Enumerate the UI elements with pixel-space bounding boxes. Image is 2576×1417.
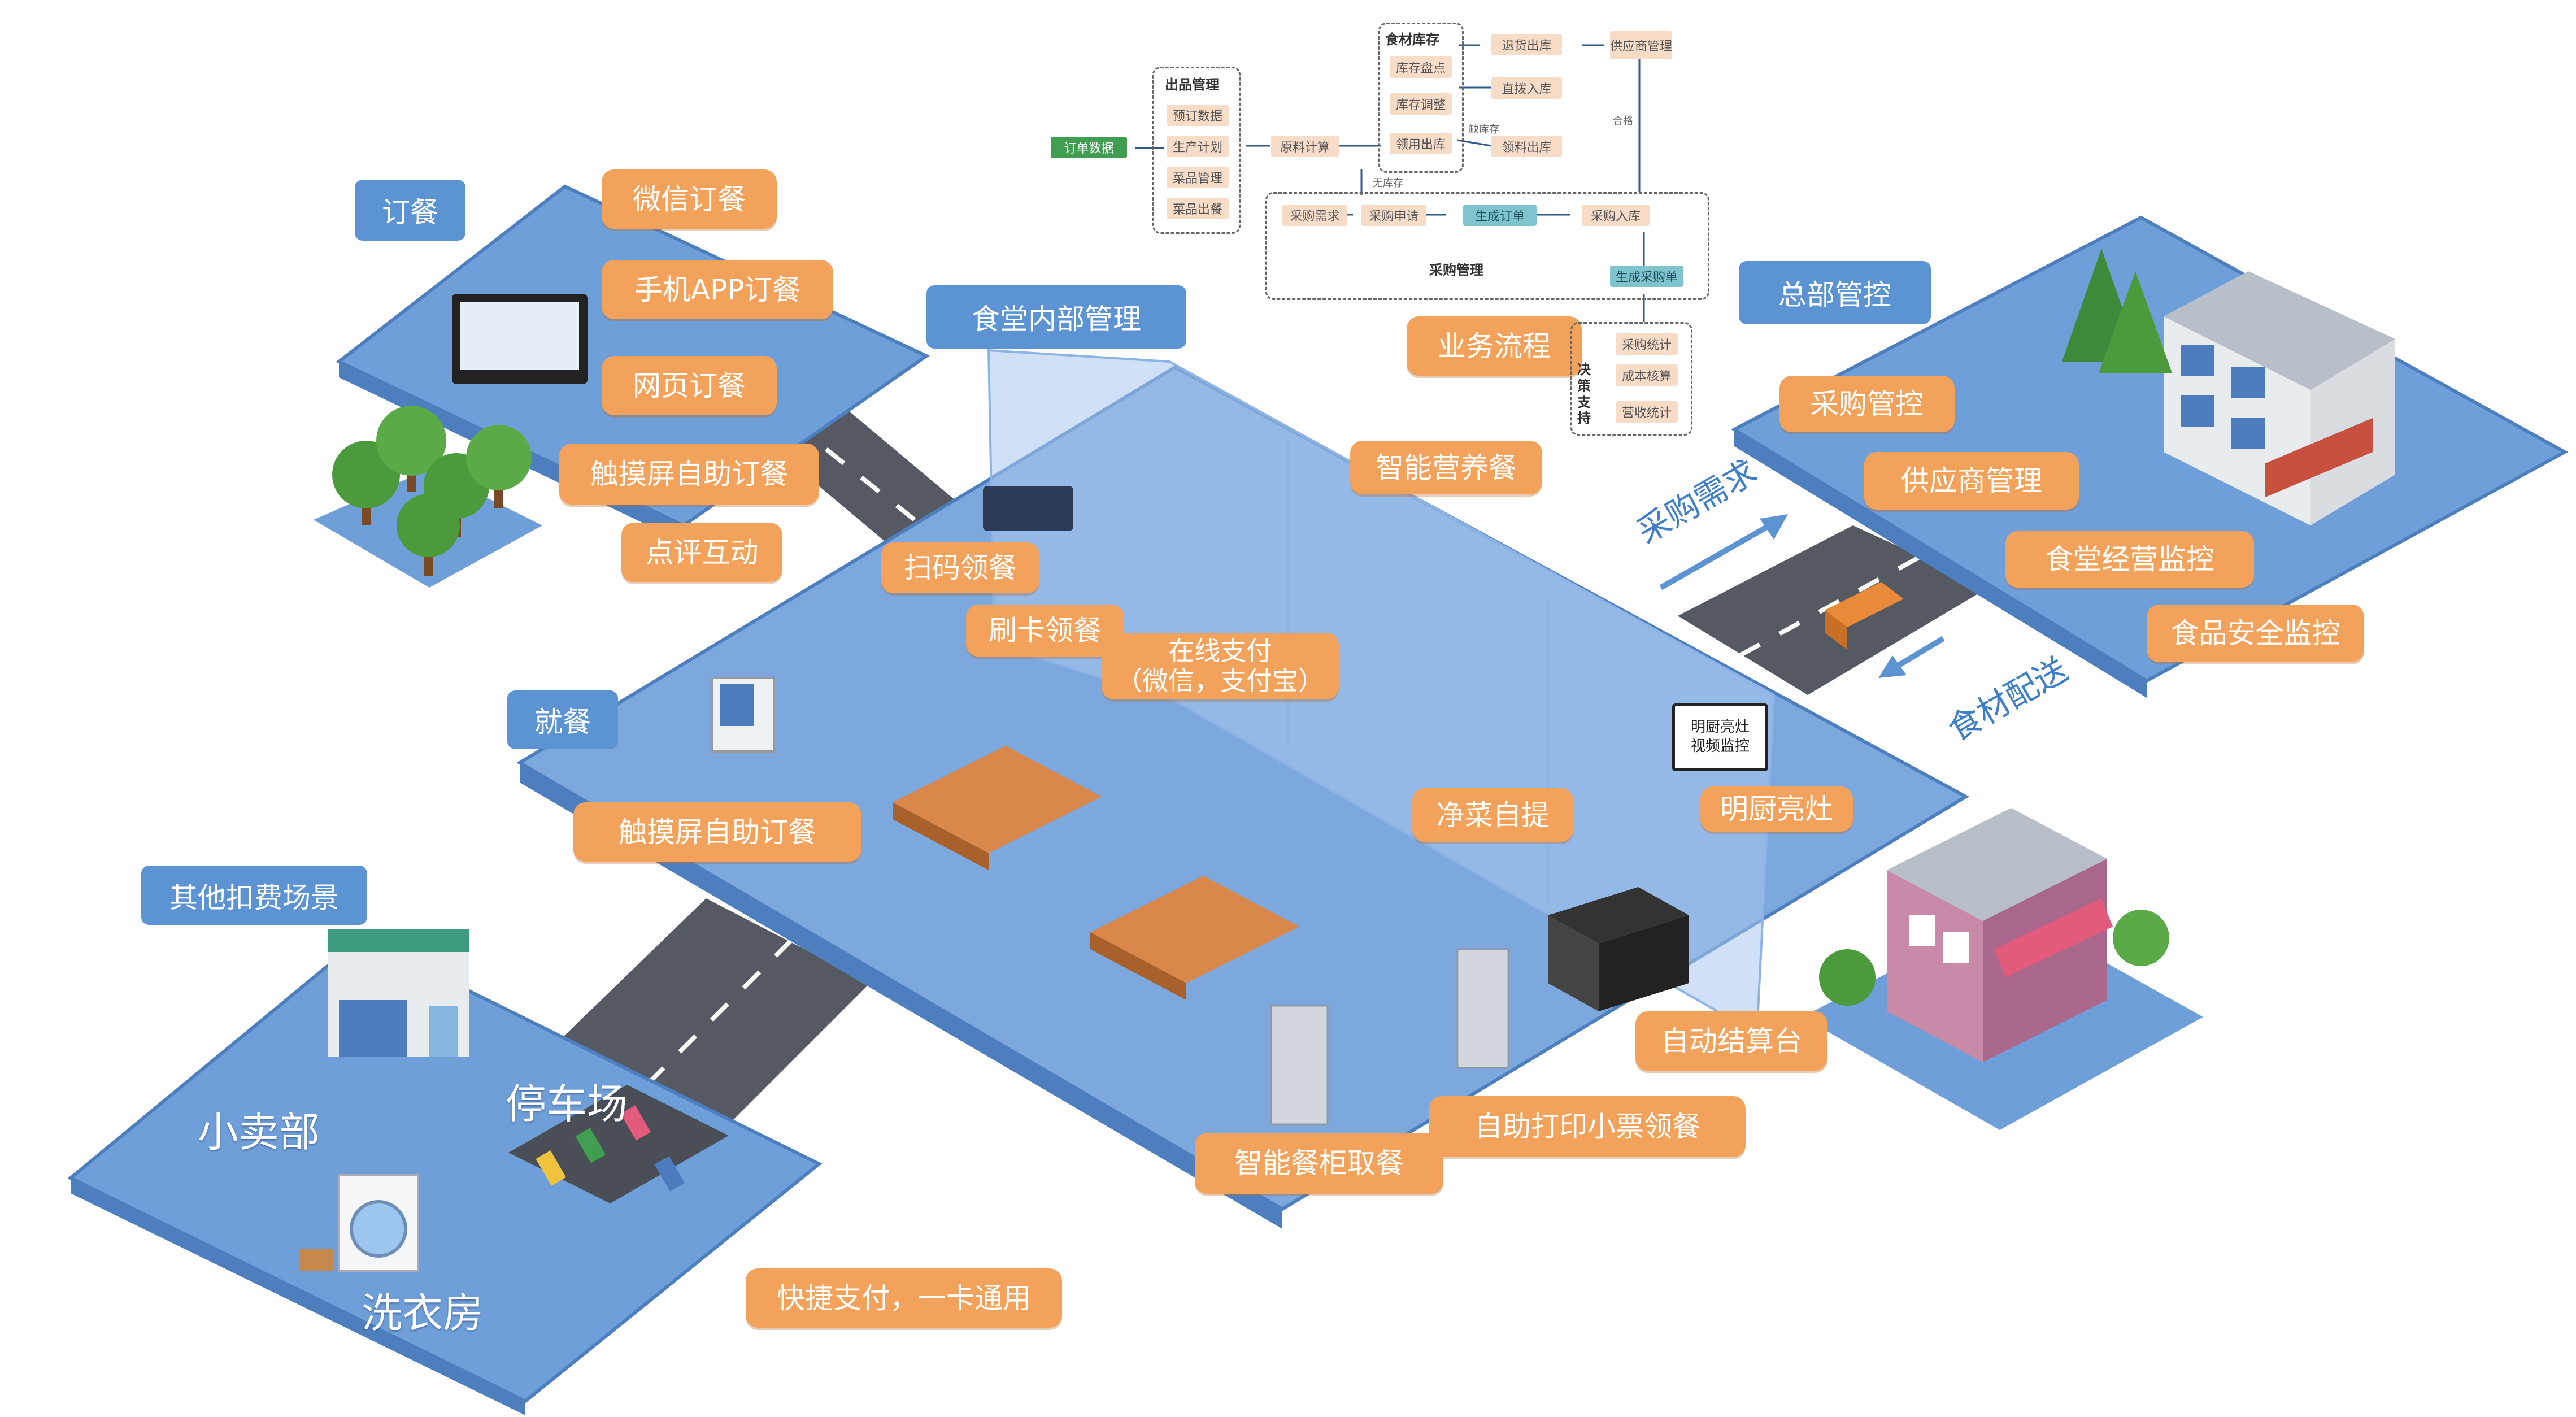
device-icons: [452, 294, 1689, 1125]
platform-other-side: [71, 1178, 525, 1415]
parking-lot: [508, 1085, 729, 1203]
tag-web-order: 网页订餐: [602, 356, 777, 415]
label-parking: 停车场: [506, 1080, 628, 1128]
zone-label-hq: 总部管控: [1739, 261, 1931, 324]
kitchen-sign-line1: 明厨亮灶: [1690, 719, 1750, 736]
flow-label-lack: 缺库存: [1469, 124, 1499, 136]
flow-out-item-1: 预订数据: [1167, 105, 1229, 126]
tag-operation-monitor: 食堂经营监控: [2005, 531, 2254, 588]
flow-label-no-stock: 无库存: [1373, 177, 1403, 189]
flow-purchase-item-3: 生成订单: [1463, 205, 1537, 226]
flow-right-1: 退货出库: [1491, 34, 1562, 55]
flow-store-title: 食材库存: [1385, 32, 1439, 47]
shop-building: [328, 929, 469, 1057]
zone-label-ordering: 订餐: [355, 180, 465, 241]
tag-business-flow: 业务流程: [1407, 316, 1582, 376]
flow-start: 订单数据: [1051, 137, 1127, 158]
flow-label-ok: 合格: [1613, 115, 1633, 127]
delivery-truck: [1825, 582, 1904, 650]
label-shop: 小卖部: [198, 1109, 320, 1156]
tag-supplier-mgmt: 供应商管理: [1864, 452, 2079, 510]
flow-out-item-2: 生产计划: [1167, 136, 1229, 157]
tag-open-kitchen: 明厨亮灶: [1700, 786, 1853, 832]
tag-auto-checkout: 自动结算台: [1635, 1011, 1827, 1071]
flow-store-item-1: 库存盘点: [1390, 56, 1452, 78]
flow-material-calc: 原料计算: [1271, 136, 1339, 157]
tag-card-meal: 刷卡领餐: [966, 605, 1124, 657]
tag-food-safety: 食品安全监控: [2147, 605, 2364, 662]
flowchart-arrows: [1135, 44, 1645, 322]
zone-label-other: 其他扣费场景: [141, 866, 367, 925]
flow-out-mgmt-title: 出品管理: [1165, 77, 1219, 93]
flow-purchase-item-2: 采购申请: [1361, 205, 1426, 226]
flow-store-frame: [1378, 23, 1464, 173]
flow-supplier: 供应商管理: [1610, 31, 1672, 59]
flow-out-item-4: 菜品出餐: [1167, 198, 1229, 219]
flow-decision-frame: [1570, 322, 1692, 436]
flow-purchase-title: 采购管理: [1429, 262, 1483, 278]
dining-tables: [893, 746, 1299, 1000]
flow-store-item-3: 领用出库: [1390, 133, 1452, 154]
laundry-machine: [299, 1174, 419, 1272]
arrow-delivery: [1878, 636, 1945, 678]
flow-purchase-extra: 生成采购单: [1610, 266, 1683, 287]
tag-wechat-order: 微信订餐: [602, 169, 777, 229]
tag-review: 点评互动: [621, 523, 782, 582]
tag-touch-order: 触摸屏自助订餐: [559, 444, 819, 505]
tag-veg-pickup: 净菜自提: [1412, 788, 1573, 842]
restaurant-building: [1802, 808, 2203, 1130]
flow-purchase-frame: [1265, 192, 1709, 300]
label-laundry: 洗衣房: [362, 1289, 484, 1337]
tag-smart-locker: 智能餐柜取餐: [1195, 1133, 1443, 1194]
flow-purchase-item-4: 采购入库: [1582, 205, 1650, 226]
tag-print-ticket: 自助打印小票领餐: [1429, 1096, 1746, 1157]
platform-main-side: [520, 763, 1282, 1229]
flow-right-3: 领料出库: [1491, 136, 1562, 157]
tag-purchase-control: 采购管控: [1779, 376, 1955, 432]
hq-building: [2062, 249, 2395, 525]
tag-online-pay: 在线支付 （微信，支付宝）: [1102, 633, 1339, 699]
flow-decision-item-3: 营收统计: [1616, 401, 1678, 423]
tag-scan-meal: 扫码领餐: [881, 542, 1039, 593]
arrow-demand: [1659, 514, 1788, 590]
platform-hq: [1730, 215, 2569, 683]
tree-group-left: [314, 406, 542, 588]
zone-label-dining: 就餐: [507, 690, 618, 749]
platform-other: [67, 936, 823, 1403]
flow-right-2: 直拨入库: [1491, 77, 1562, 99]
kitchen-sign: 明厨亮灶 视频监控: [1672, 703, 1768, 771]
tag-online-pay-line2: （微信，支付宝）: [1116, 666, 1324, 696]
flow-purchase-item-1: 采购需求: [1282, 205, 1347, 226]
flow-decision-item-1: 采购统计: [1616, 333, 1678, 355]
tag-quick-pay: 快捷支付，一卡通用: [746, 1268, 1062, 1328]
kitchen-sign-line2: 视频监控: [1690, 738, 1750, 755]
zone-label-canteen-mgmt: 食堂内部管理: [926, 285, 1186, 349]
tag-app-order: 手机APP订餐: [602, 260, 833, 319]
flow-store-item-2: 库存调整: [1390, 93, 1452, 115]
flow-out-mgmt-frame: [1152, 67, 1241, 234]
tag-touch-self-order: 触摸屏自助订餐: [573, 802, 861, 862]
tag-online-pay-line1: 在线支付: [1168, 636, 1272, 667]
flow-decision-title: 决策支持: [1577, 362, 1591, 427]
flow-out-item-3: 菜品管理: [1167, 167, 1229, 188]
platform-hq-side: [1734, 429, 2147, 698]
flow-decision-item-2: 成本核算: [1616, 364, 1678, 386]
tag-smart-nutrition: 智能营养餐: [1350, 441, 1542, 494]
